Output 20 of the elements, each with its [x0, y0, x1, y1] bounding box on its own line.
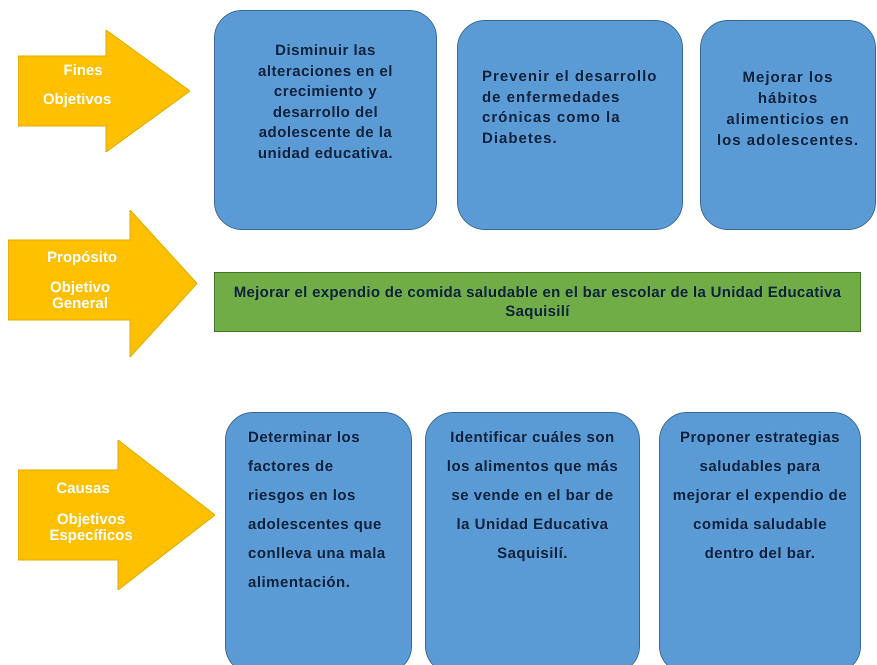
- objective-text: Proponer estrategias saludables para mejorar el expendio de comida saludable dentro del bar.: [672, 428, 848, 564]
- objective-box: [659, 412, 861, 665]
- objective-text: Determinar los factores de riesgos en los adolescentes que conlleva una mala alimentación.: [248, 428, 387, 593]
- arrow-label: Causas: [55, 481, 111, 497]
- purpose-bar: [214, 272, 861, 332]
- arrow-label: Fines: [62, 63, 104, 79]
- arrow-label: Objetivo General: [48, 280, 111, 312]
- objective-box: [214, 10, 437, 230]
- objective-text: Disminuir las alteraciones en el crecimiento y desarrollo del adolescente de la unidad educativa.: [256, 41, 394, 164]
- objective-text: Identificar cuáles son los alimentos que más se vende en el bar de la Unidad Educativa Saquisilí.: [446, 428, 620, 564]
- purpose-text: Mejorar el expendio de comida saludable en el bar escolar de la Unidad Educativa Saquisilí: [232, 283, 842, 321]
- objective-text: Prevenir el desarrollo de enfermedades crónicas como la Diabetes.: [482, 67, 658, 148]
- objective-box: [225, 412, 412, 665]
- objective-text: Mejorar los hábitos alimenticios en los adolescentes.: [716, 68, 860, 151]
- arrow-label: Objetivos Específicos: [48, 512, 134, 544]
- arrow-label: Propósito: [46, 250, 118, 266]
- objective-box: [425, 412, 640, 665]
- arrow-label: Objetivos: [42, 92, 112, 108]
- objective-box: [457, 20, 683, 230]
- objective-box: [700, 20, 876, 230]
